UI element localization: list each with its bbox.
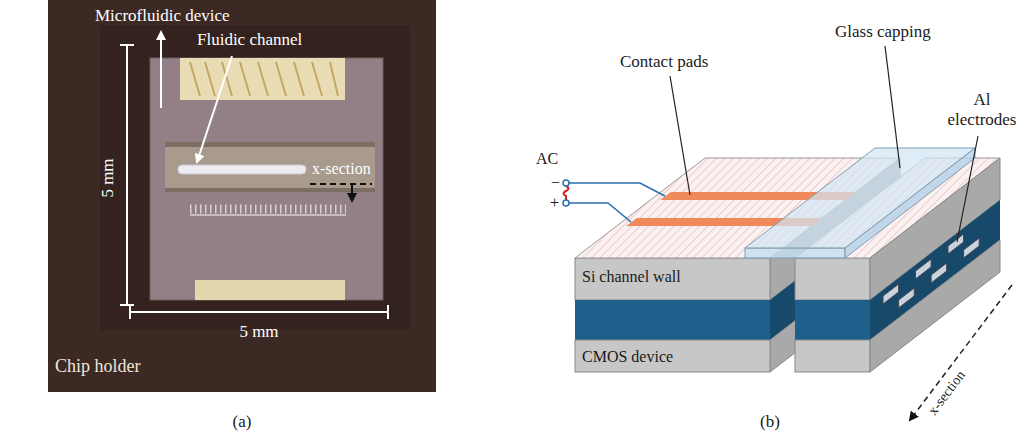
pointer-arrow bbox=[197, 56, 232, 162]
leader-line bbox=[885, 46, 900, 168]
dimension-line bbox=[130, 311, 388, 313]
oxide-front bbox=[795, 300, 870, 340]
al-electrode bbox=[883, 284, 899, 304]
dimension-label: 5 mm bbox=[239, 322, 278, 342]
al-electrode bbox=[899, 288, 915, 308]
chip-die bbox=[150, 58, 383, 300]
dimension-tick bbox=[120, 304, 134, 306]
section-label: x-section bbox=[312, 160, 371, 178]
cmos-front bbox=[795, 340, 870, 372]
part-label: Glass capping bbox=[835, 22, 931, 42]
fluidic-channel bbox=[178, 165, 306, 174]
section-arrow bbox=[351, 184, 353, 201]
si-wall-front bbox=[575, 258, 770, 300]
electrode-bus bbox=[190, 214, 346, 216]
part-label: Chip holder bbox=[55, 356, 141, 377]
al-electrode bbox=[916, 259, 932, 279]
cmos-front bbox=[575, 340, 770, 372]
wire bbox=[569, 183, 665, 196]
dimension-tick bbox=[387, 305, 389, 319]
channel-region bbox=[165, 142, 375, 192]
dimension-line bbox=[126, 45, 128, 305]
section-label: x-section bbox=[925, 368, 969, 419]
part-label: Microfluidic device bbox=[95, 6, 230, 26]
si-wall-front bbox=[795, 258, 870, 300]
glass-side bbox=[845, 148, 975, 258]
al-electrode bbox=[931, 263, 947, 283]
gold-pad-bottom bbox=[195, 280, 345, 300]
pad-texture bbox=[190, 62, 338, 96]
part-label: Contact pads bbox=[620, 52, 708, 72]
polarity-label: − bbox=[551, 174, 560, 192]
panel-label: (a) bbox=[233, 412, 252, 432]
terminal bbox=[563, 200, 569, 206]
section-line bbox=[910, 285, 1012, 420]
ac-source-symbol bbox=[564, 186, 569, 200]
oxide-front bbox=[575, 300, 770, 340]
dimension-tick bbox=[120, 44, 134, 46]
glass-front bbox=[745, 248, 845, 258]
section-line bbox=[310, 183, 372, 185]
polarity-label: + bbox=[550, 194, 559, 212]
part-label: Al electrodes bbox=[938, 90, 1026, 129]
glass-capping bbox=[745, 148, 975, 248]
holder-recess bbox=[100, 25, 410, 330]
channel-edge bbox=[165, 188, 375, 192]
wire bbox=[569, 203, 631, 222]
layer-label: CMOS device bbox=[582, 348, 673, 366]
gold-pad-top bbox=[180, 58, 345, 100]
chip-holder-photo bbox=[48, 0, 436, 392]
al-electrode bbox=[948, 234, 964, 254]
part-label: Fluidic channel bbox=[197, 30, 302, 50]
channel-edge bbox=[165, 142, 375, 147]
leader-line bbox=[670, 76, 690, 195]
pointer-arrow bbox=[160, 32, 162, 108]
leader-line bbox=[957, 136, 978, 242]
cmos-section bbox=[870, 240, 1000, 372]
layer-label: Si channel wall bbox=[582, 268, 681, 286]
terminal bbox=[563, 180, 569, 186]
panel-label: (b) bbox=[760, 412, 780, 432]
dimension-tick bbox=[129, 305, 131, 319]
al-electrode bbox=[964, 238, 980, 258]
electrode-comb bbox=[190, 205, 346, 214]
dimension-label: 5 mm bbox=[98, 158, 118, 197]
signal-label: AC bbox=[536, 150, 558, 168]
